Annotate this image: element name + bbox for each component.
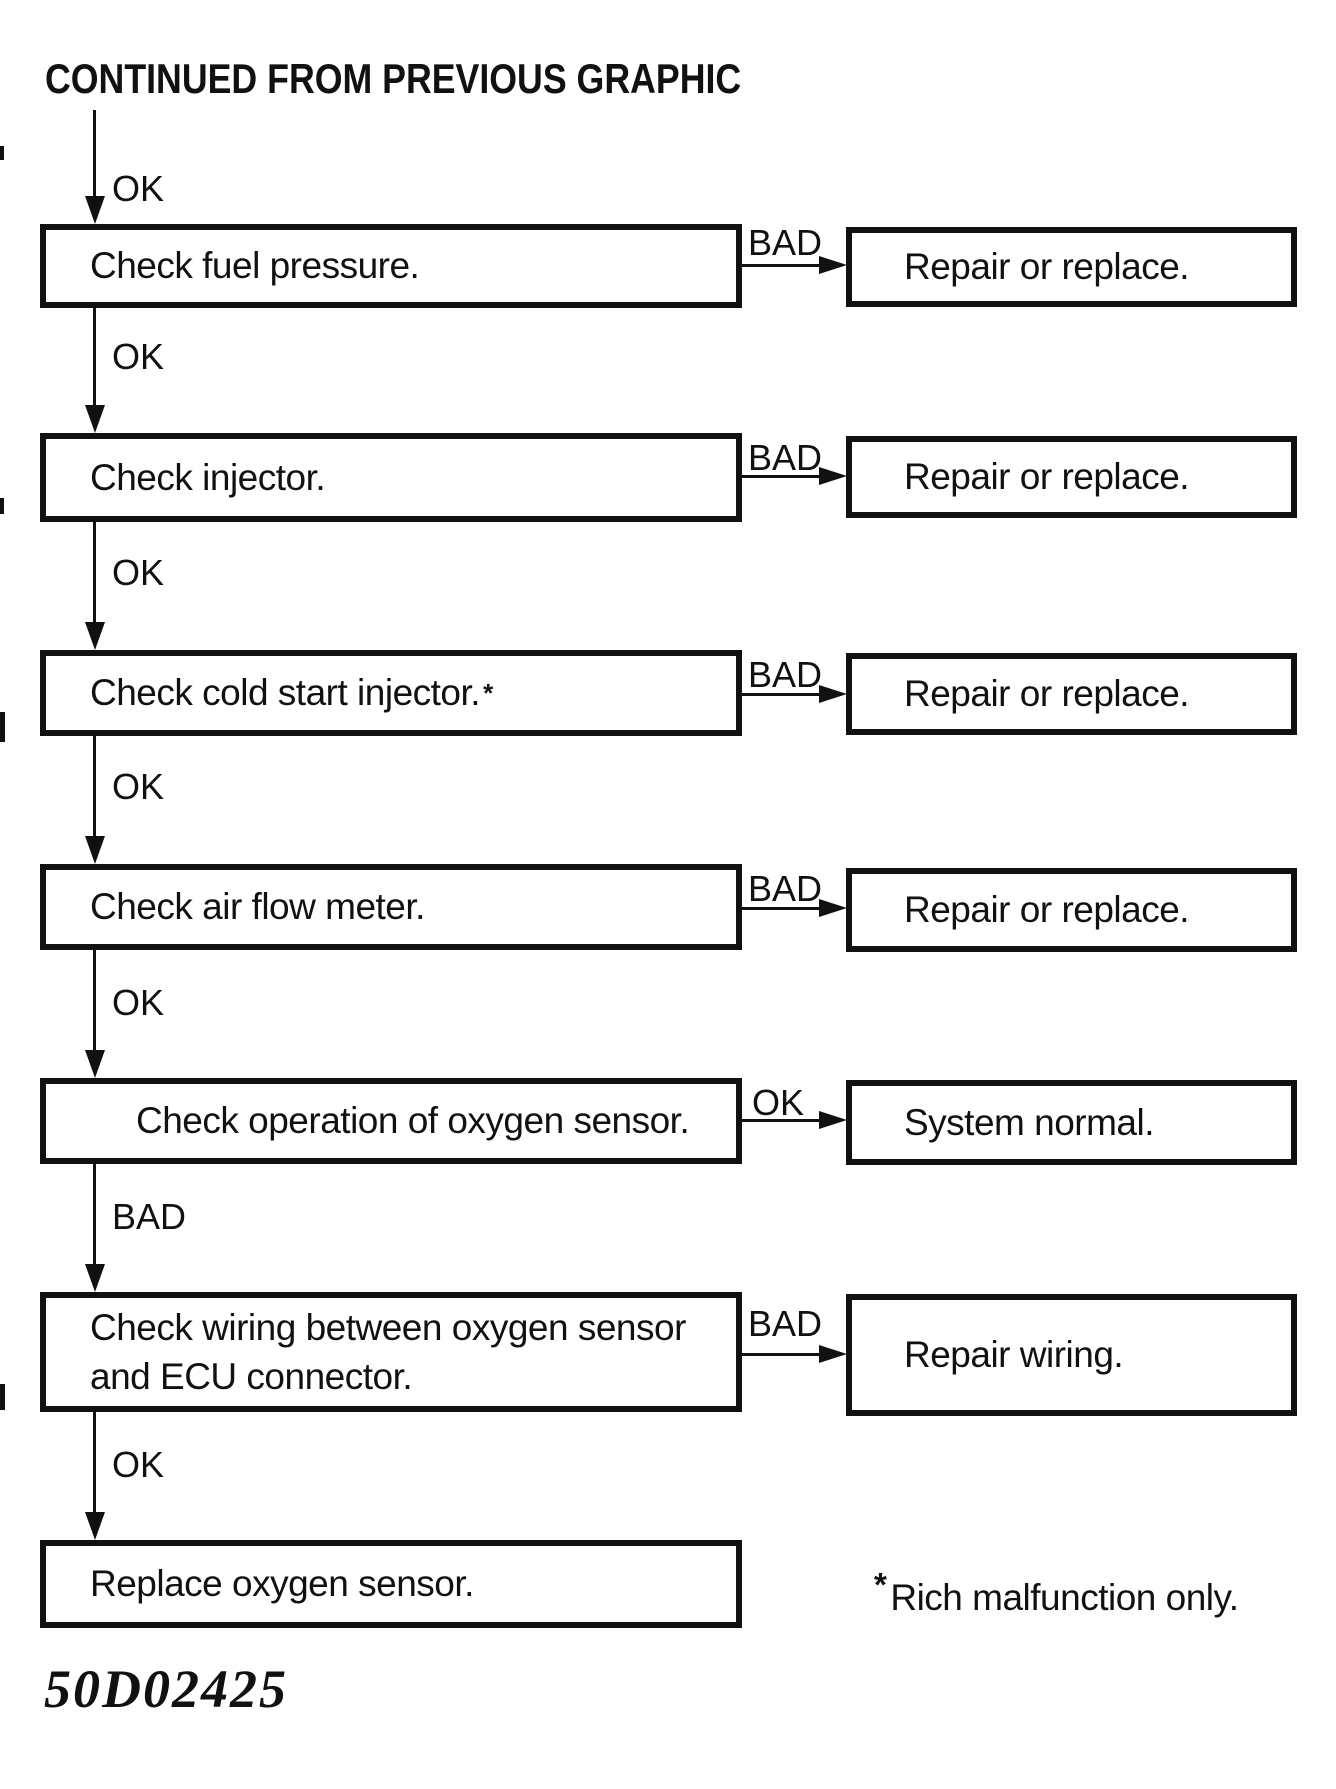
down-arrowhead-icon [85, 1512, 105, 1540]
action-label: System normal. [904, 1101, 1155, 1143]
flow-line-down [93, 736, 96, 837]
action-label: Repair or replace. [904, 246, 1190, 287]
figure-code: 50D02425 [44, 1659, 288, 1719]
right-arrowhead-icon [819, 467, 847, 485]
flow-label-ok: OK [112, 766, 165, 807]
branch-label-ok: OK [752, 1082, 805, 1123]
right-arrowhead-icon [819, 685, 847, 703]
flow-line-right [742, 1353, 822, 1356]
step-box-check-wiring-oxygen-sensor-ecu: Check wiring between oxygen sensor and E… [40, 1292, 742, 1412]
action-box-repair-or-replace: Repair or replace. [846, 653, 1297, 735]
scan-artifact [0, 1384, 5, 1410]
action-box-repair-or-replace: Repair or replace. [846, 436, 1297, 518]
action-label: Repair or replace. [904, 889, 1190, 930]
down-arrowhead-icon [85, 622, 105, 650]
flow-line-down [93, 950, 96, 1051]
action-box-repair-wiring: Repair wiring. [846, 1294, 1297, 1416]
down-arrowhead-icon [85, 1050, 105, 1078]
down-arrowhead-icon [85, 405, 105, 433]
step-box-check-injector: Check injector. [40, 433, 742, 522]
action-box-repair-or-replace: Repair or replace. [846, 868, 1297, 952]
step-label-line2: and ECU connector. [90, 1356, 413, 1397]
right-arrowhead-icon [819, 1111, 847, 1129]
branch-label-bad: BAD [748, 1303, 823, 1344]
down-arrowhead-icon [85, 1264, 105, 1292]
scan-artifact [0, 498, 4, 514]
step-label: Check air flow meter. [90, 886, 425, 927]
scan-artifact [0, 146, 4, 160]
flow-line-right [742, 475, 822, 478]
step-box-check-cold-start-injector: Check cold start injector.* [40, 650, 742, 736]
flow-label-bad: BAD [112, 1196, 187, 1237]
asterisk-marker: * [874, 1566, 887, 1603]
step-box-check-air-flow-meter: Check air flow meter. [40, 864, 742, 950]
flow-line-right [742, 264, 822, 267]
flow-label-ok: OK [112, 336, 165, 377]
flow-line-down [93, 522, 96, 623]
page-title: CONTINUED FROM PREVIOUS GRAPHIC [45, 55, 742, 102]
flow-label-ok: OK [112, 168, 165, 209]
flow-line-right [742, 1119, 822, 1122]
branch-label-bad: BAD [748, 868, 823, 909]
step-label: Check injector. [90, 456, 326, 498]
flow-line-down [93, 1412, 96, 1513]
flow-label-ok: OK [112, 1444, 165, 1485]
step-label: Replace oxygen sensor. [90, 1563, 474, 1604]
flow-line-down [93, 1164, 96, 1265]
flow-label-ok: OK [112, 552, 165, 593]
down-arrowhead-icon [85, 836, 105, 864]
flow-line-down [93, 110, 96, 197]
flow-line-right [742, 907, 822, 910]
footnote-text: Rich malfunction only. [890, 1577, 1239, 1618]
step-label: Check fuel pressure. [90, 245, 420, 286]
flow-label-ok: OK [112, 982, 165, 1023]
branch-label-bad: BAD [748, 654, 823, 695]
step-label: Check operation of oxygen sensor. [136, 1100, 690, 1141]
branch-label-bad: BAD [748, 437, 823, 478]
flow-line-down [93, 308, 96, 406]
flow-line-right [742, 693, 822, 696]
right-arrowhead-icon [819, 1345, 847, 1363]
branch-label-bad: BAD [748, 222, 823, 263]
action-label: Repair wiring. [904, 1334, 1124, 1375]
action-label: Repair or replace. [904, 673, 1190, 714]
action-box-system-normal: System normal. [846, 1080, 1297, 1165]
down-arrowhead-icon [85, 196, 105, 224]
footnote: *Rich malfunction only. [874, 1566, 1239, 1619]
right-arrowhead-icon [819, 899, 847, 917]
step-box-replace-oxygen-sensor: Replace oxygen sensor. [40, 1540, 742, 1628]
step-label-line1: Check wiring between oxygen sensor [90, 1307, 686, 1348]
action-label: Repair or replace. [904, 456, 1190, 497]
right-arrowhead-icon [819, 256, 847, 274]
step-box-check-oxygen-sensor-operation: Check operation of oxygen sensor. [40, 1078, 742, 1164]
step-box-check-fuel-pressure: Check fuel pressure. [40, 224, 742, 308]
action-box-repair-or-replace: Repair or replace. [846, 227, 1297, 307]
step-label: Check cold start injector. [90, 672, 481, 713]
scan-artifact [0, 712, 5, 742]
asterisk-marker: * [483, 677, 493, 708]
